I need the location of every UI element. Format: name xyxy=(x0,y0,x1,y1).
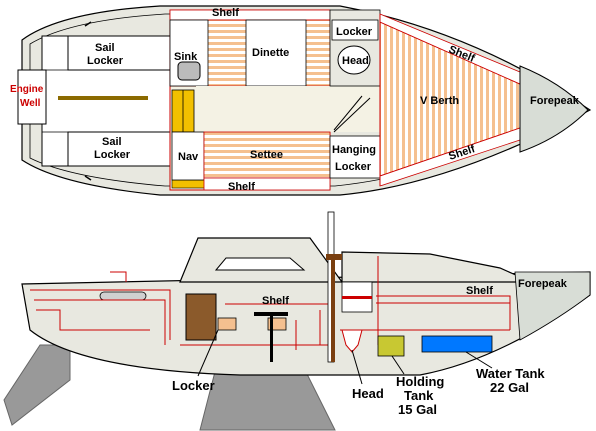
dinette-table-leg xyxy=(270,316,273,362)
pointer-holding-tank xyxy=(391,355,405,375)
label-dinette: Dinette xyxy=(252,47,289,59)
hull-side xyxy=(21,271,591,376)
label-shelf-top: Shelf xyxy=(212,7,239,19)
label-locker-side: Locker xyxy=(172,378,215,393)
pointer-head xyxy=(351,349,363,385)
head-door-swing xyxy=(333,95,363,131)
mast-step xyxy=(326,254,342,260)
label-sail-locker-lower-1: Sail xyxy=(102,136,122,148)
sink-basin xyxy=(177,61,201,81)
head-cabinet-line xyxy=(342,296,372,299)
label-holding-tank-3: 15 Gal xyxy=(398,402,437,417)
interior-line xyxy=(34,299,166,345)
head-toilet xyxy=(337,45,371,75)
shelf-bottom xyxy=(203,177,331,191)
rudder xyxy=(3,344,71,426)
forward-cabin-top xyxy=(341,251,519,283)
label-shelf-cabin: Shelf xyxy=(262,295,289,307)
label-forepeak-top: Forepeak xyxy=(530,95,580,107)
locker-box xyxy=(331,19,379,41)
label-head: Head xyxy=(342,55,369,67)
engine-well-box xyxy=(17,69,47,125)
dinette-table-side xyxy=(254,312,288,316)
forepeak-side xyxy=(514,271,591,341)
label-hanging-locker-2: Locker xyxy=(335,161,372,173)
head-door-swing xyxy=(333,97,371,133)
companionway-step-lower xyxy=(171,179,207,189)
side-view: Shelf Shelf Forepeak Locker Head Holding… xyxy=(3,211,591,431)
label-shelf-fwd: Shelf xyxy=(466,285,493,297)
label-sink: Sink xyxy=(174,51,198,63)
cleat xyxy=(84,175,92,181)
nav-station-box xyxy=(171,131,205,181)
cabin-sole xyxy=(196,86,380,132)
water-tank xyxy=(421,335,493,353)
label-sail-locker-lower-2: Locker xyxy=(94,149,131,161)
label-sail-locker-upper-2: Locker xyxy=(87,55,124,67)
galley-cabinet xyxy=(217,317,237,331)
cockpit-port xyxy=(99,291,147,301)
label-holding-tank-2: Tank xyxy=(404,388,434,403)
label-settee: Settee xyxy=(250,149,283,161)
label-hanging-locker-1: Hanging xyxy=(332,144,376,156)
pointer-locker xyxy=(197,329,219,377)
pointer-water-tank xyxy=(465,351,493,369)
holding-tank xyxy=(377,335,405,357)
label-water-tank-2: 22 Gal xyxy=(490,380,529,395)
interior-line xyxy=(110,271,127,282)
cabin-window xyxy=(214,257,306,271)
head-toilet-side xyxy=(341,329,363,353)
label-sail-locker-upper-1: Sail xyxy=(95,42,115,54)
locker-door xyxy=(185,293,217,341)
top-view: Shelf Shelf Shelf Shelf Sail Locker Sail… xyxy=(10,5,592,196)
interior-line xyxy=(30,289,171,340)
sail-locker-upper-box xyxy=(67,35,171,71)
label-shelf-bottom: Shelf xyxy=(228,181,255,193)
tiller xyxy=(58,96,148,100)
interior-line xyxy=(36,309,150,331)
label-holding-tank-1: Holding xyxy=(396,374,444,389)
hanging-locker-box xyxy=(329,135,381,179)
label-engine-well-2: Well xyxy=(20,98,41,109)
label-head-side: Head xyxy=(352,386,384,401)
label-engine-well-1: Engine xyxy=(10,84,44,95)
compression-post xyxy=(331,258,335,362)
interior-line xyxy=(376,295,511,330)
label-locker: Locker xyxy=(336,26,373,38)
sail-locker-lower-box xyxy=(67,131,171,167)
label-v-berth: V Berth xyxy=(420,95,459,107)
forepeak-area xyxy=(519,65,589,153)
label-forepeak-side: Forepeak xyxy=(518,278,568,290)
shelf-top xyxy=(169,9,331,21)
cleat xyxy=(84,21,92,27)
label-water-tank-1: Water Tank xyxy=(476,366,545,381)
label-nav: Nav xyxy=(178,151,199,163)
